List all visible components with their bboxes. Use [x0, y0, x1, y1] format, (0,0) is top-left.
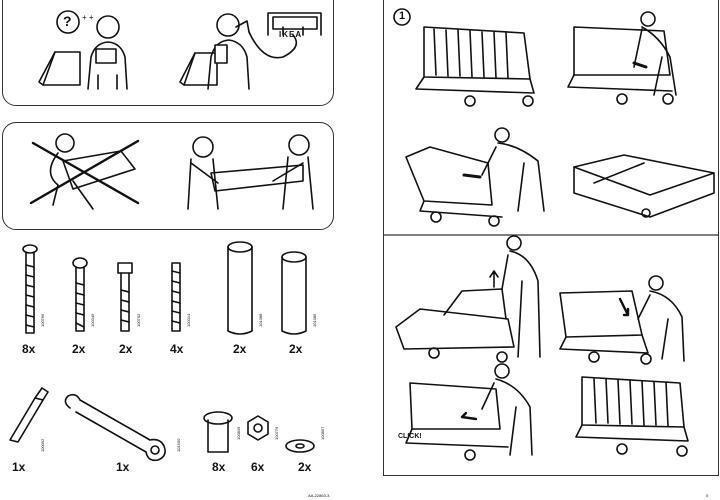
footer-left: AA-22863-3: [308, 493, 330, 498]
screw-part-4: 100014: [186, 313, 191, 327]
question-mark: ?: [63, 13, 72, 29]
two-person-panel: [2, 122, 334, 230]
store-sign: IKEA: [279, 30, 303, 39]
tool-part-2: 101550: [176, 438, 181, 452]
tool-part-1: 100092: [40, 438, 45, 452]
tool-qty-2: 1x: [116, 460, 130, 474]
screws-illustration: [22, 241, 307, 335]
confused-man-illustration: [38, 10, 322, 90]
hardware-screws: 8x 2x 2x 4x 2x 2x 100766 100349 100702 1…: [0, 235, 330, 360]
screw-qty-3: 2x: [119, 342, 133, 356]
step-number: 1: [399, 10, 406, 22]
hardware-tools: 1x 1x 8x 6x 2x 100092 101550 100819 1007…: [0, 380, 330, 495]
screw-part-6: 101385: [312, 313, 317, 327]
fitting-part-3: 100857: [320, 426, 325, 440]
screw-part-5: 101388: [258, 313, 263, 327]
fitting-qty-2: 6x: [251, 460, 265, 474]
plus-marks: + +: [82, 13, 94, 22]
screw-qty-1: 8x: [22, 342, 36, 356]
fitting-qty-3: 2x: [298, 460, 312, 474]
fitting-qty-1: 8x: [212, 460, 226, 474]
fitting-part-2: 100776: [274, 426, 279, 440]
step-number-circle: [393, 8, 411, 26]
screw-part-1: 100766: [40, 313, 45, 327]
screw-part-2: 100349: [90, 313, 95, 327]
sofa-bed-unfold-illustration: [384, 11, 718, 461]
step-frame: 1: [383, 0, 719, 476]
screw-qty-2: 2x: [72, 342, 86, 356]
screw-part-3: 100702: [136, 313, 141, 327]
tool-qty-1: 1x: [12, 460, 26, 474]
fitting-part-1: 100819: [236, 426, 241, 440]
screw-qty-4: 4x: [170, 342, 184, 356]
screw-qty-6: 2x: [289, 342, 303, 356]
click-label: CLICK!: [398, 433, 422, 440]
help-panel: ? + + IKEA: [2, 0, 334, 106]
footer-right: 5: [706, 493, 709, 498]
tools-illustration: [9, 387, 315, 462]
two-person-lift-illustration: [29, 133, 314, 210]
screw-qty-5: 2x: [233, 342, 247, 356]
